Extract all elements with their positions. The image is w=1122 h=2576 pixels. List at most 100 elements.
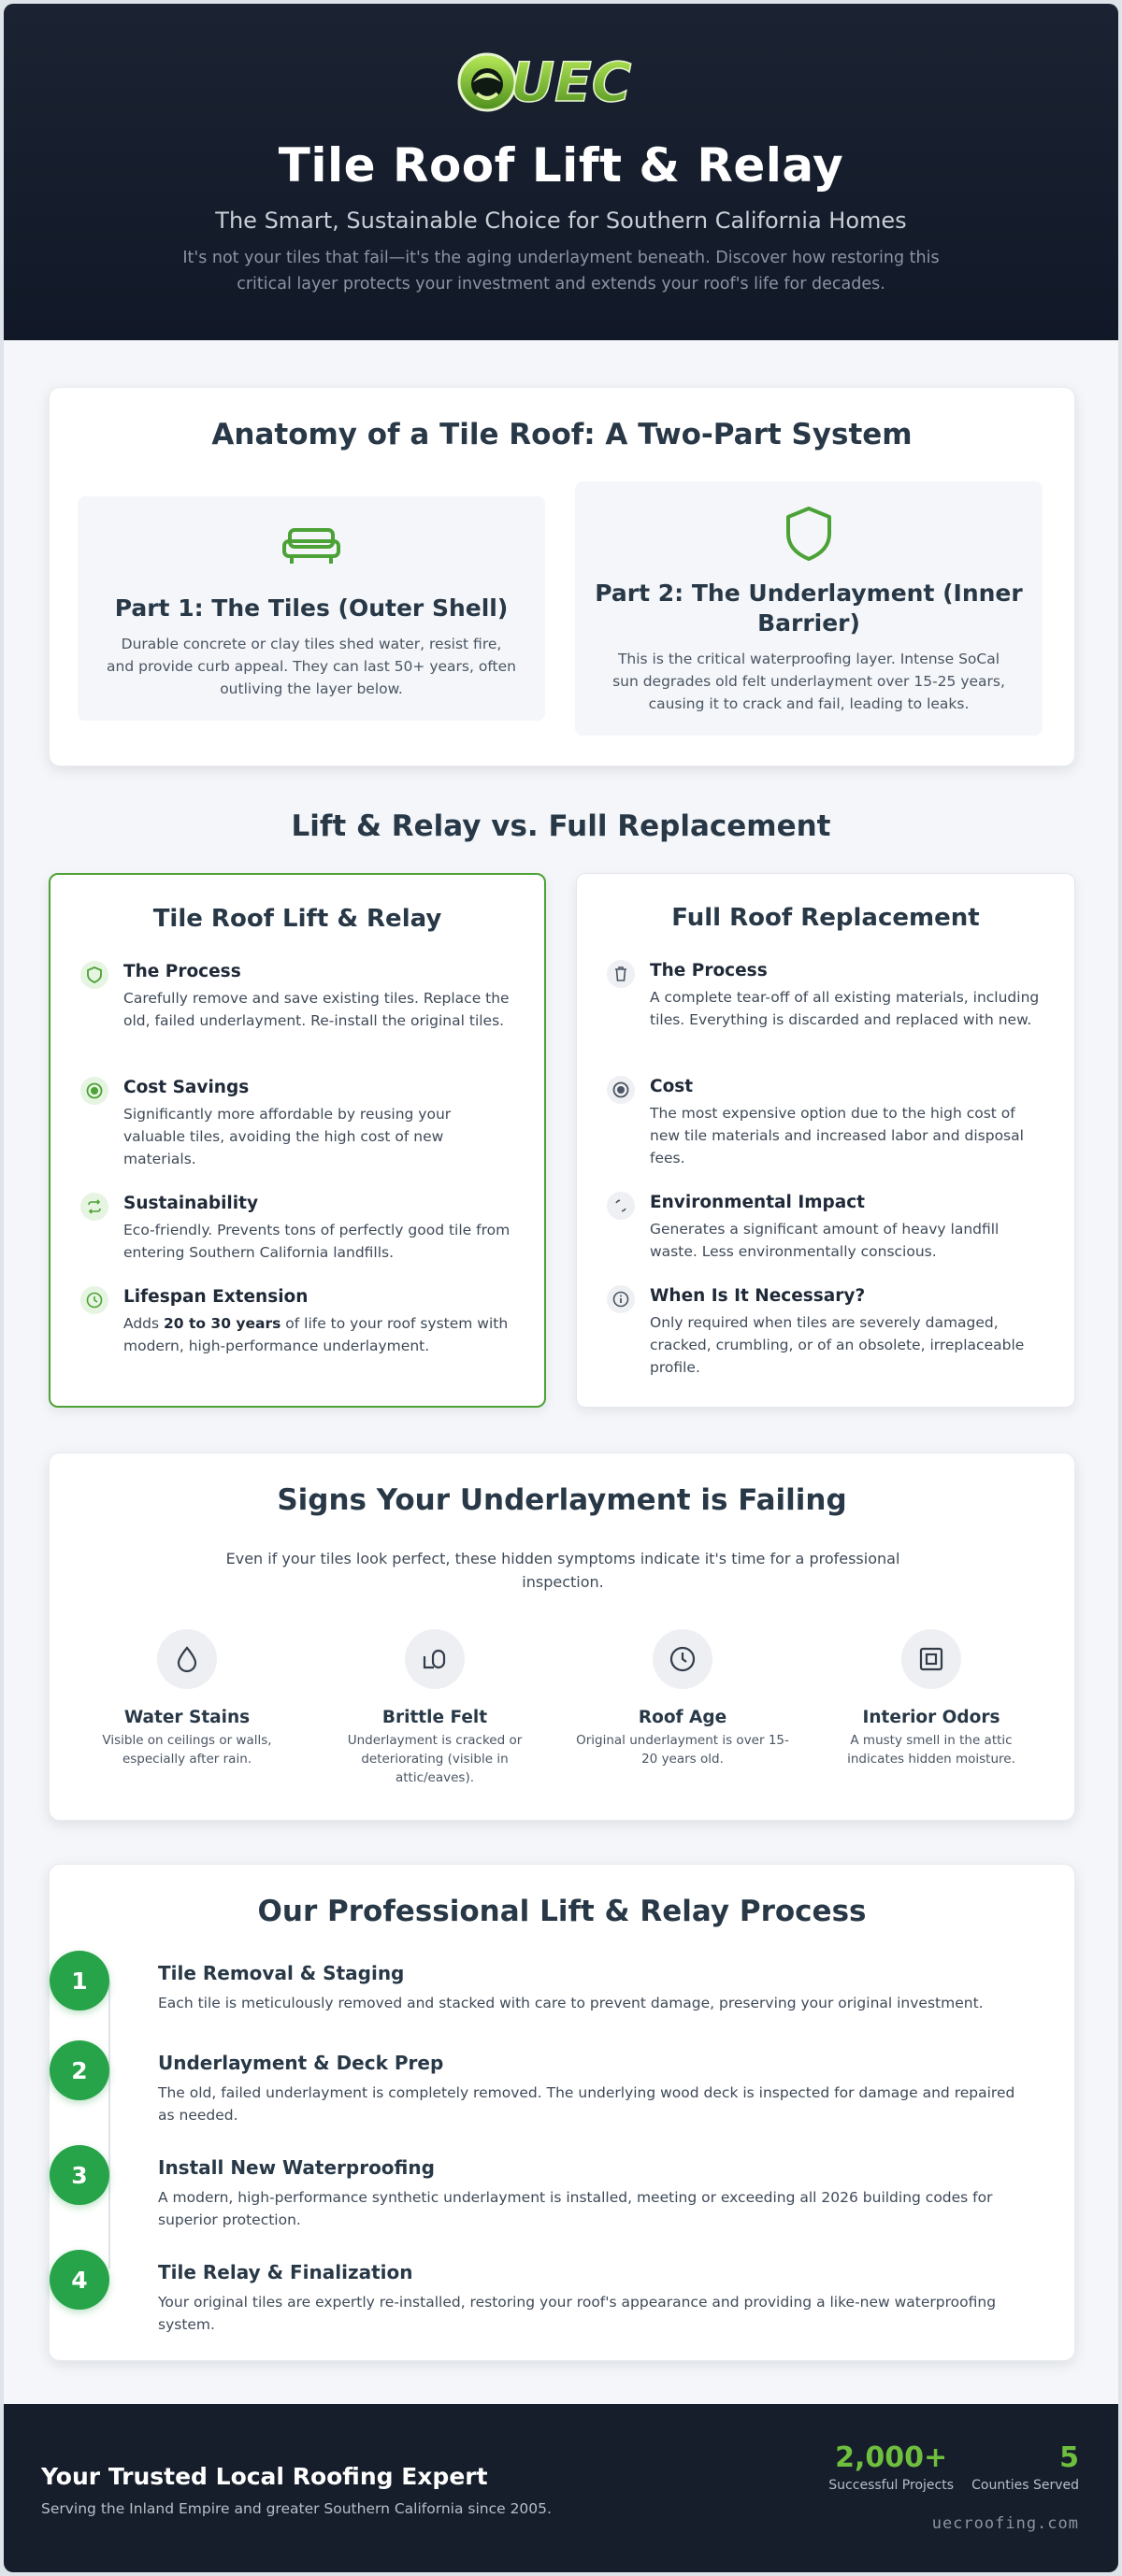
anatomy-part-tiles: Part 1: The Tiles (Outer Shell) Durable … [78,496,545,721]
item-text: Carefully remove and save existing tiles… [123,990,510,1029]
sign-title: Water Stains [123,1708,251,1727]
item-title: The Process [123,962,241,981]
list-item: Sustainability Eco-friendly. Prevents to… [80,1193,514,1261]
item-title: When Is It Necessary? [650,1286,866,1306]
process-step: 3 Install New Waterproofing A modern, hi… [50,2145,1029,2231]
process-card: Our Professional Lift & Relay Process 1 … [49,1864,1075,2361]
anatomy-part-text: This is the critical waterproofing layer… [612,651,1005,712]
item-text: Adds 20 to 30 years of life to your roof… [123,1315,509,1354]
step-number: 3 [50,2145,109,2205]
footer-title: Your Trusted Local Roofing Expert [41,2463,488,2490]
step-text: Your original tiles are expertly re-inst… [158,2294,997,2333]
sign-brittle-felt: Brittle Felt Underlayment is cracked or … [327,1629,542,1787]
process-title: Our Professional Lift & Relay Process [257,1895,867,1928]
info-icon [607,1285,635,1313]
process-step: 2 Underlayment & Deck Prep The old, fail… [50,2040,1029,2126]
list-item: Cost The most expensive option due to th… [607,1076,1044,1166]
footer-subtitle: Serving the Inland Empire and greater So… [41,2500,552,2517]
page-subtitle: The Smart, Sustainable Choice for Southe… [215,208,907,234]
step-text: Each tile is meticulously removed and st… [158,1995,984,2011]
step-text: The old, failed underlayment is complete… [158,2084,1015,2124]
item-title: Sustainability [123,1194,258,1213]
clock-icon [80,1286,108,1314]
page-description: It's not your tiles that fail—it's the a… [182,249,940,293]
signs-card: Signs Your Underlayment is Failing Even … [49,1453,1075,1821]
sign-title: Roof Age [638,1708,727,1727]
item-title: Environmental Impact [650,1193,866,1212]
step-number: 2 [50,2040,109,2100]
footer: Your Trusted Local Roofing Expert Servin… [4,2404,1118,2572]
sign-roof-age: Roof Age Original underlayment is over 1… [575,1629,790,1768]
anatomy-part-title: Part 2: The Underlayment (Inner Barrier) [595,580,1023,637]
full-replacement-title: Full Roof Replacement [671,904,980,932]
clock-icon [653,1629,712,1689]
anatomy-part-title: Part 1: The Tiles (Outer Shell) [114,594,509,622]
step-text: A modern, high-performance synthetic und… [158,2189,993,2228]
full-replacement-card: Full Roof Replacement The Process A comp… [576,873,1075,1408]
item-text: Only required when tiles are severely da… [650,1314,1025,1376]
list-item: The Process A complete tear-off of all e… [607,960,1044,1050]
list-item: Cost Savings Significantly more affordab… [80,1077,514,1167]
signs-title: Signs Your Underlayment is Failing [277,1483,847,1517]
lift-relay-title: Tile Roof Lift & Relay [152,905,442,933]
list-item: Environmental Impact Generates a signifi… [607,1192,1044,1260]
stat-label: Successful Projects [828,2478,954,2493]
hero-header: UEC Tile Roof Lift & Relay The Smart, Su… [4,4,1118,340]
step-title: Install New Waterproofing [158,2156,435,2179]
anatomy-title: Anatomy of a Tile Roof: A Two-Part Syste… [211,418,913,451]
step-number: 1 [50,1951,109,2011]
list-item: Lifespan Extension Adds 20 to 30 years o… [80,1286,514,1354]
item-title: Cost Savings [123,1078,250,1097]
logo-text: UEC [511,50,631,114]
shield-icon [786,507,831,561]
coin-icon [80,1077,108,1105]
stat-counties: 5 Counties Served [971,2441,1079,2493]
stat-value: 5 [1059,2441,1079,2474]
item-title: Lifespan Extension [123,1287,309,1307]
process-step: 1 Tile Removal & Staging Each tile is me… [50,1951,1029,2018]
shield-icon [80,961,108,989]
signs-intro: Even if your tiles look perfect, these h… [225,1550,900,1591]
sign-text: Original underlayment is over 15-20 year… [576,1733,789,1767]
stat-value: 2,000+ [835,2441,948,2474]
item-text: Eco-friendly. Prevents tons of perfectly… [123,1222,511,1261]
comparison-title: Lift & Relay vs. Full Replacement [291,809,831,843]
sign-interior-odors: Interior Odors A musty smell in the atti… [824,1629,1039,1768]
website-link[interactable]: uecroofing.com [931,2514,1079,2533]
stat-projects: 2,000+ Successful Projects [828,2441,954,2493]
sign-text: Visible on ceilings or walls, especially… [102,1733,272,1767]
item-text: Significantly more affordable by reusing… [123,1106,452,1167]
droplet-icon [157,1629,217,1689]
item-title: Cost [650,1077,694,1096]
step-title: Underlayment & Deck Prep [158,2052,444,2074]
loader-icon [607,1192,635,1220]
list-item: The Process Carefully remove and save ex… [80,961,514,1051]
page-title: Tile Roof Lift & Relay [278,138,844,193]
anatomy-part-underlayment: Part 2: The Underlayment (Inner Barrier)… [575,481,1043,736]
sign-title: Brittle Felt [381,1708,488,1727]
sign-water-stains: Water Stains Visible on ceilings or wall… [79,1629,295,1768]
item-title: The Process [650,961,768,980]
list-item: When Is It Necessary? Only required when… [607,1285,1044,1376]
sign-text: Underlayment is cracked or deteriorating… [347,1733,523,1785]
anatomy-card: Anatomy of a Tile Roof: A Two-Part Syste… [49,387,1075,766]
lift-relay-card: Tile Roof Lift & Relay The Process Caref… [49,873,546,1408]
step-number: 4 [50,2250,109,2310]
item-text: The most expensive option due to the hig… [650,1105,1024,1166]
square-icon [901,1629,961,1689]
page: UEC Tile Roof Lift & Relay The Smart, Su… [4,4,1118,2572]
recycle-icon [80,1193,108,1221]
lifespan-highlight: 20 to 30 years [164,1315,281,1332]
stat-label: Counties Served [971,2478,1079,2493]
trash-icon [607,960,635,988]
sign-text: A musty smell in the attic indicates hid… [847,1733,1015,1767]
uec-logo: UEC [457,50,632,115]
item-text: Generates a significant amount of heavy … [650,1221,1000,1260]
layers-icon [405,1629,465,1689]
anatomy-part-text: Durable concrete or clay tiles shed wate… [107,636,516,697]
item-text: A complete tear-off of all existing mate… [650,989,1040,1028]
coin-icon [607,1076,635,1104]
sign-title: Interior Odors [862,1708,1000,1727]
sofa-icon [282,528,340,564]
step-title: Tile Removal & Staging [158,1962,405,1984]
